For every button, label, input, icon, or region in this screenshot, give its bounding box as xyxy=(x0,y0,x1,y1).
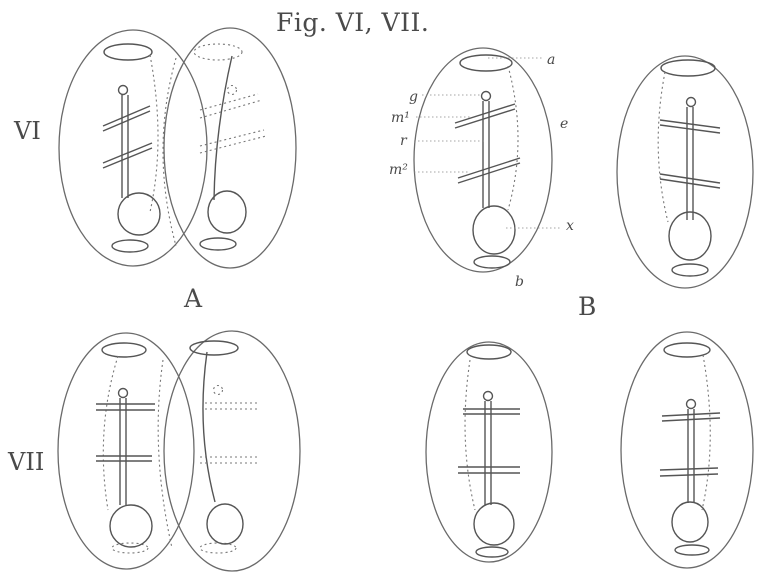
granule xyxy=(482,92,491,101)
ring-bottom xyxy=(675,545,709,555)
cell-vii-b-right xyxy=(621,332,753,568)
rod xyxy=(214,56,232,200)
dotted-guide xyxy=(658,72,668,222)
bar-lower xyxy=(660,174,720,183)
cell-vi-a-left xyxy=(59,30,207,266)
ring-bottom xyxy=(200,543,236,553)
ring-top xyxy=(194,44,242,60)
granule xyxy=(687,98,696,107)
ring-bottom xyxy=(112,240,148,252)
nucleus xyxy=(208,191,246,233)
nucleus xyxy=(207,504,243,544)
dotted-guide xyxy=(163,58,176,246)
granule xyxy=(228,86,237,95)
ring-top xyxy=(467,345,511,359)
granule xyxy=(119,86,128,95)
cell-vi-b-right xyxy=(617,56,753,288)
ring-top xyxy=(664,343,710,357)
cell-vii-b-left xyxy=(426,342,552,562)
rod xyxy=(203,352,215,502)
dotted-guide xyxy=(103,356,118,510)
ring-top xyxy=(102,343,146,357)
bar-upper xyxy=(103,106,150,126)
ring-top xyxy=(104,44,152,60)
cell-vii-a-left xyxy=(58,333,194,569)
nucleus xyxy=(110,505,152,547)
bar-upper xyxy=(455,104,515,123)
ring-bottom xyxy=(474,256,510,268)
cell-vii-a-right xyxy=(158,331,300,571)
nucleus xyxy=(669,212,711,260)
dotted-guide xyxy=(508,66,518,210)
nucleus xyxy=(473,206,515,254)
nucleus xyxy=(118,193,160,235)
ring-top xyxy=(460,55,512,71)
granule xyxy=(484,392,493,401)
bar-upper xyxy=(662,413,720,416)
granule xyxy=(214,386,223,395)
cell-vi-b-left xyxy=(414,48,562,272)
dotted-guide xyxy=(702,355,710,510)
ring-top xyxy=(661,60,715,76)
dotted-guide xyxy=(158,360,172,548)
bar-lower xyxy=(660,468,718,470)
dotted-guide xyxy=(465,360,475,510)
ring-bottom xyxy=(112,543,148,553)
dotted-guide xyxy=(150,55,158,212)
granule xyxy=(119,389,128,398)
nucleus xyxy=(474,503,514,545)
granule xyxy=(687,400,696,409)
nucleus xyxy=(672,502,708,542)
ring-bottom xyxy=(672,264,708,276)
ring-bottom xyxy=(200,238,236,250)
cell-vi-a-right xyxy=(163,28,296,268)
ring-bottom xyxy=(476,547,508,557)
